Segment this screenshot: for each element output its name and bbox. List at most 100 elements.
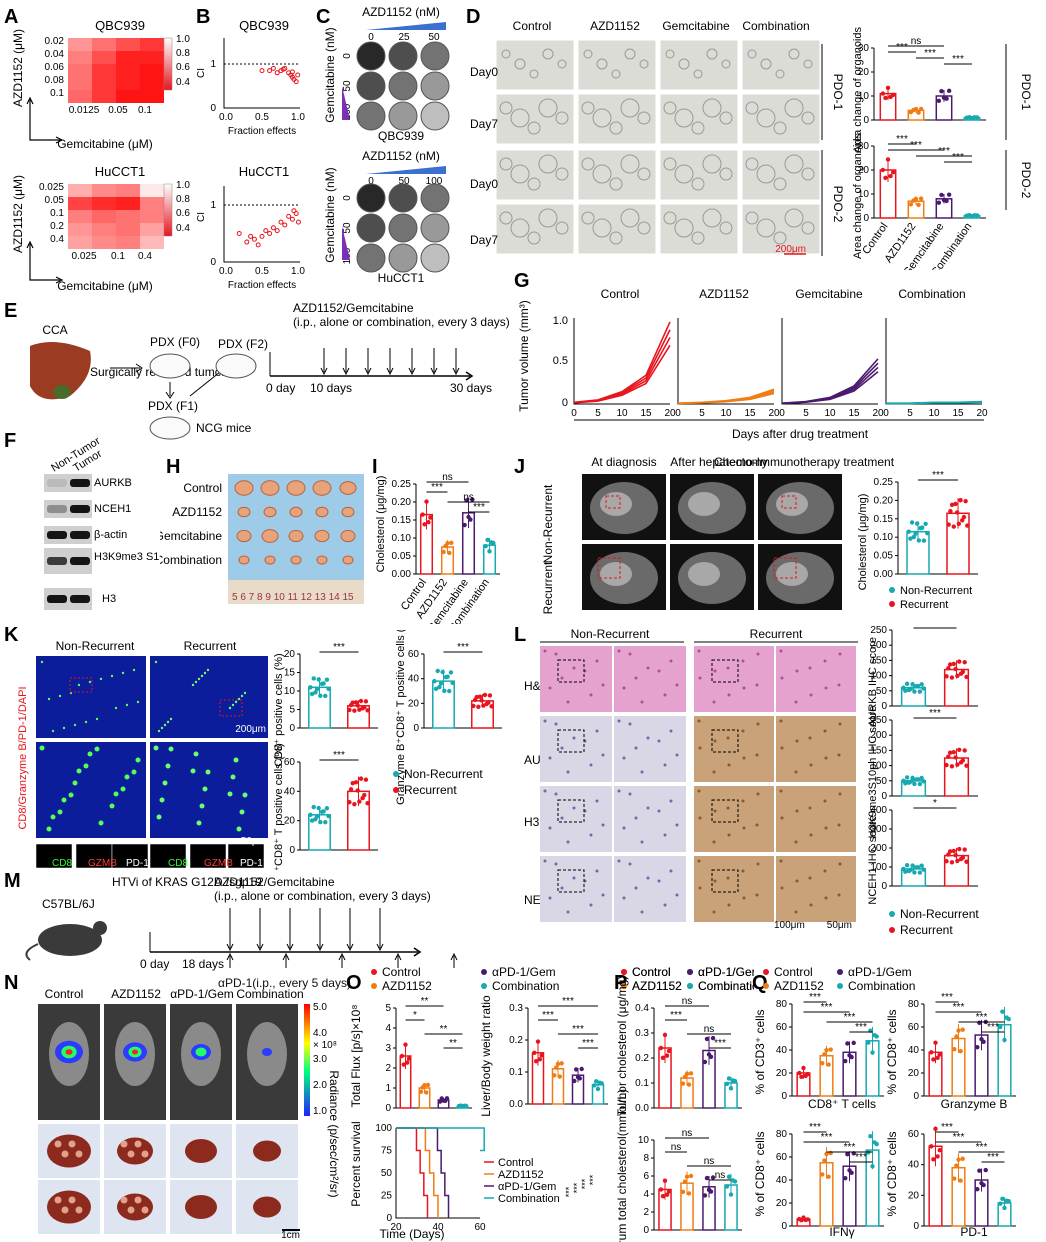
sig-label: *** xyxy=(542,1010,554,1021)
heatmap-cell xyxy=(116,90,140,103)
liver xyxy=(253,1140,281,1162)
sig-label: *** xyxy=(896,42,908,53)
liver-nodule xyxy=(75,1206,83,1214)
sig-label: * xyxy=(413,1010,417,1021)
organoid xyxy=(557,59,567,69)
cell xyxy=(163,723,167,727)
arrow-head xyxy=(394,952,402,961)
nucleus xyxy=(617,719,621,723)
organoid xyxy=(501,49,511,59)
cell xyxy=(61,797,67,803)
roi-box xyxy=(773,557,797,579)
data-point xyxy=(324,806,330,811)
blot-strip xyxy=(44,500,92,518)
svg-text:Non-Recurrent: Non-Recurrent xyxy=(900,907,979,921)
cell xyxy=(76,768,82,774)
panel-label-b: B xyxy=(196,6,211,28)
data-point xyxy=(440,669,445,675)
tumor xyxy=(264,555,276,565)
data-point xyxy=(917,781,923,787)
svg-text:30 days: 30 days xyxy=(450,381,492,395)
ci-point xyxy=(280,66,286,72)
nucleus xyxy=(838,722,842,726)
svg-text:CD8: CD8 xyxy=(52,858,72,869)
nucleus xyxy=(543,789,547,793)
svg-text:Gemcitabine (nM): Gemcitabine (nM) xyxy=(323,27,337,122)
tick-label: 0.05 xyxy=(874,551,894,562)
data-point xyxy=(951,661,956,667)
tick-label: 2 xyxy=(643,1207,649,1218)
d-organoid-images xyxy=(495,39,821,255)
tick-label: 40 xyxy=(908,1160,920,1171)
sig-label: * xyxy=(933,798,937,809)
svg-text:Serum total cholesterol(mmol/L: Serum total cholesterol(mmol/L) xyxy=(615,1089,629,1242)
heatmap-cell xyxy=(140,210,164,223)
data-point xyxy=(487,693,493,698)
svg-text:0.05: 0.05 xyxy=(45,195,65,206)
sig-label: *** xyxy=(809,1122,821,1133)
svg-text:0.0125: 0.0125 xyxy=(69,105,100,116)
plate xyxy=(420,213,450,243)
j-dot-chart: 0.000.050.100.150.200.25*** xyxy=(874,470,978,580)
data-point xyxy=(479,698,484,703)
tick-label: 80 xyxy=(776,999,788,1010)
tick-label: 5 xyxy=(385,1003,391,1014)
organoid xyxy=(637,221,651,235)
data-point xyxy=(962,748,967,753)
nucleus xyxy=(560,676,564,680)
tick-label: 80 xyxy=(908,999,920,1010)
data-point xyxy=(824,1151,829,1157)
data-point xyxy=(425,1082,431,1088)
svg-text:5.0: 5.0 xyxy=(313,1002,327,1013)
panel-a-heatmaps: QBC939 1.0 0.8 0.6 0.4 0.02 0.04 0.06 0.… xyxy=(11,18,190,293)
cell xyxy=(240,694,244,698)
data-point xyxy=(710,1035,716,1041)
ihc-image xyxy=(694,716,774,782)
zoom-box xyxy=(711,729,739,753)
liver-icon xyxy=(30,342,91,400)
plate xyxy=(388,243,418,273)
nucleus xyxy=(675,753,679,757)
data-point xyxy=(309,818,315,823)
liver xyxy=(185,1139,217,1163)
nucleus xyxy=(601,753,605,757)
liver-nodule xyxy=(127,1150,135,1158)
panel-label-d: D xyxy=(466,6,481,28)
data-point xyxy=(579,1066,584,1072)
data-point xyxy=(1006,1198,1011,1204)
nucleus xyxy=(755,823,759,827)
nucleus xyxy=(823,869,827,873)
svg-text:PDX (F1): PDX (F1) xyxy=(148,399,198,413)
growth-line xyxy=(573,321,671,404)
nucleus xyxy=(554,722,558,726)
data-point xyxy=(405,1060,410,1065)
data-point xyxy=(799,1074,804,1079)
heatmap-cell xyxy=(116,223,140,236)
svg-text:β-actin: β-actin xyxy=(94,529,127,541)
svg-text:C57BL/6J: C57BL/6J xyxy=(42,897,95,911)
data-point xyxy=(921,779,926,784)
data-point xyxy=(933,1040,938,1045)
cell xyxy=(196,820,202,826)
organoid xyxy=(773,121,787,135)
cell xyxy=(202,786,208,792)
nucleus xyxy=(640,770,644,774)
plate xyxy=(420,243,450,273)
nucleus xyxy=(837,683,841,687)
ci-point xyxy=(259,68,265,74)
organoid xyxy=(637,111,651,125)
nucleus xyxy=(697,649,701,653)
organoid xyxy=(784,154,804,174)
data-point xyxy=(363,699,369,704)
data-point xyxy=(445,541,450,546)
svg-text:AZD1152: AZD1152 xyxy=(590,19,640,33)
arrow-head xyxy=(452,367,460,376)
ci-point xyxy=(248,233,254,239)
data-point xyxy=(686,1191,692,1196)
data-point xyxy=(883,95,888,101)
blot-strip xyxy=(44,526,92,544)
tick-label: 1 xyxy=(385,1083,391,1094)
svg-text:Non-Recurrent: Non-Recurrent xyxy=(404,767,483,781)
blot-band xyxy=(70,595,90,603)
